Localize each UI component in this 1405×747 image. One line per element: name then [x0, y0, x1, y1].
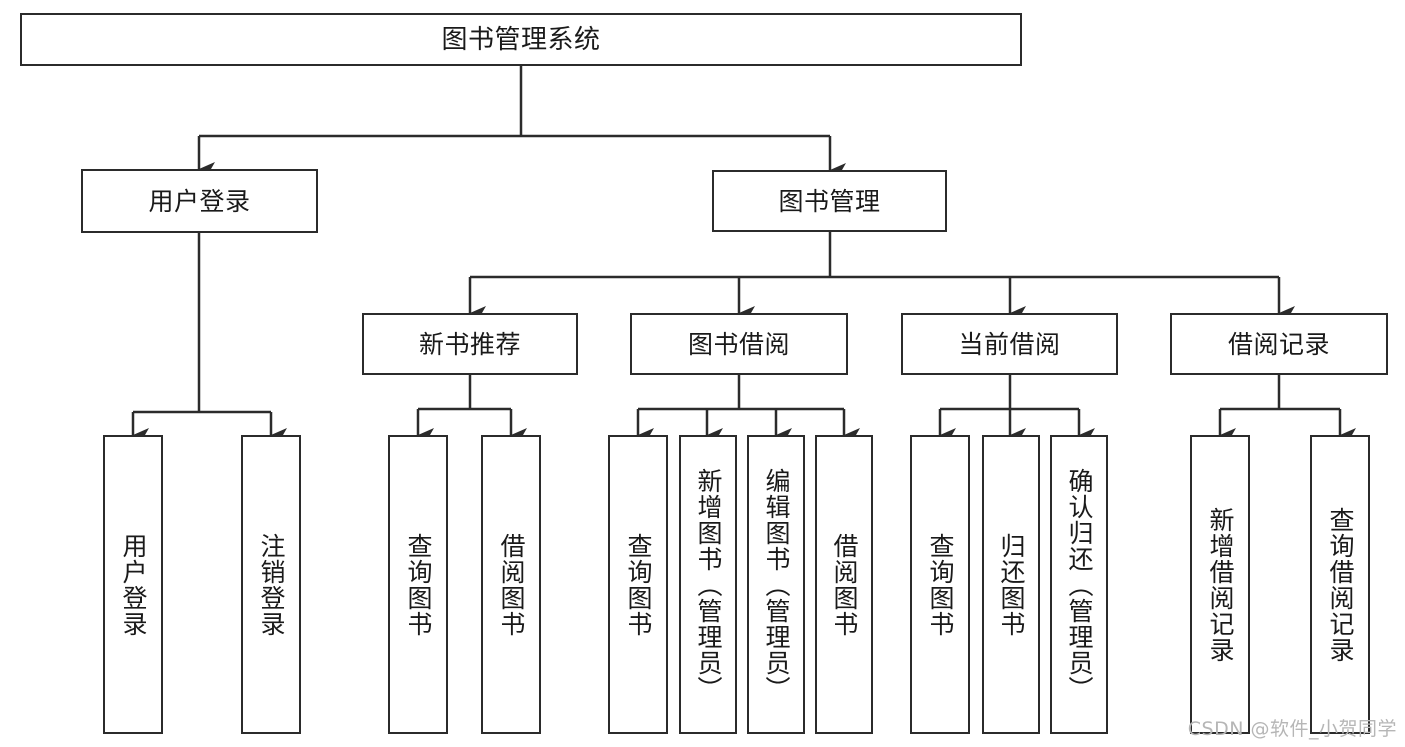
node-label: 图书借阅: [687, 329, 790, 359]
node-label: 注销登录: [257, 532, 286, 637]
node-leaf-borrow-query-book[interactable]: 查询图书: [608, 435, 668, 734]
node-label: 借阅图书: [830, 532, 859, 637]
node-label: 查询图书: [404, 532, 433, 637]
node-book-management[interactable]: 图书管理: [712, 170, 947, 232]
node-borrowing-records[interactable]: 借阅记录: [1170, 313, 1388, 375]
node-user-login[interactable]: 用户登录: [81, 169, 318, 233]
node-label: 用户登录: [148, 186, 251, 216]
node-label: 查询图书: [926, 532, 955, 637]
node-leaf-new-book-query[interactable]: 查询图书: [388, 435, 448, 734]
node-label: 图书管理: [778, 186, 881, 216]
node-leaf-user-login-logout[interactable]: 注销登录: [241, 435, 301, 734]
node-leaf-user-login-login[interactable]: 用户登录: [103, 435, 163, 734]
node-leaf-record-query-record[interactable]: 查询借阅记录: [1310, 435, 1370, 734]
node-leaf-borrow-edit-book-admin[interactable]: 编辑图书（管理员）: [747, 435, 805, 734]
node-label: 借阅图书: [497, 532, 526, 637]
node-label: 编辑图书（管理员）: [762, 467, 791, 702]
node-label: 图书管理系统: [441, 24, 601, 55]
node-leaf-new-book-borrow[interactable]: 借阅图书: [481, 435, 541, 734]
node-label: 查询借阅记录: [1326, 506, 1355, 663]
node-label: 确认归还（管理员）: [1065, 467, 1094, 702]
csdn-watermark: CSDN @软件_小贺同学: [1187, 718, 1397, 740]
node-label: 新增借阅记录: [1206, 506, 1235, 663]
node-label: 用户登录: [119, 532, 148, 637]
node-new-book-recommendation[interactable]: 新书推荐: [362, 313, 578, 375]
node-book-borrowing[interactable]: 图书借阅: [630, 313, 848, 375]
node-leaf-current-confirm-return-admin[interactable]: 确认归还（管理员）: [1050, 435, 1108, 734]
node-root-book-management-system[interactable]: 图书管理系统: [20, 13, 1022, 66]
node-current-borrowing[interactable]: 当前借阅: [901, 313, 1118, 375]
node-leaf-current-query-book[interactable]: 查询图书: [910, 435, 970, 734]
node-label: 查询图书: [624, 532, 653, 637]
node-leaf-current-return-book[interactable]: 归还图书: [982, 435, 1040, 734]
node-leaf-borrow-add-book-admin[interactable]: 新增图书（管理员）: [679, 435, 737, 734]
node-label: 当前借阅: [958, 329, 1061, 359]
node-label: 借阅记录: [1227, 329, 1330, 359]
node-leaf-borrow-borrow-book[interactable]: 借阅图书: [815, 435, 873, 734]
node-label: 新增图书（管理员）: [694, 467, 723, 702]
node-leaf-record-add-record[interactable]: 新增借阅记录: [1190, 435, 1250, 734]
node-label: 归还图书: [997, 532, 1026, 637]
node-label: 新书推荐: [418, 329, 521, 359]
